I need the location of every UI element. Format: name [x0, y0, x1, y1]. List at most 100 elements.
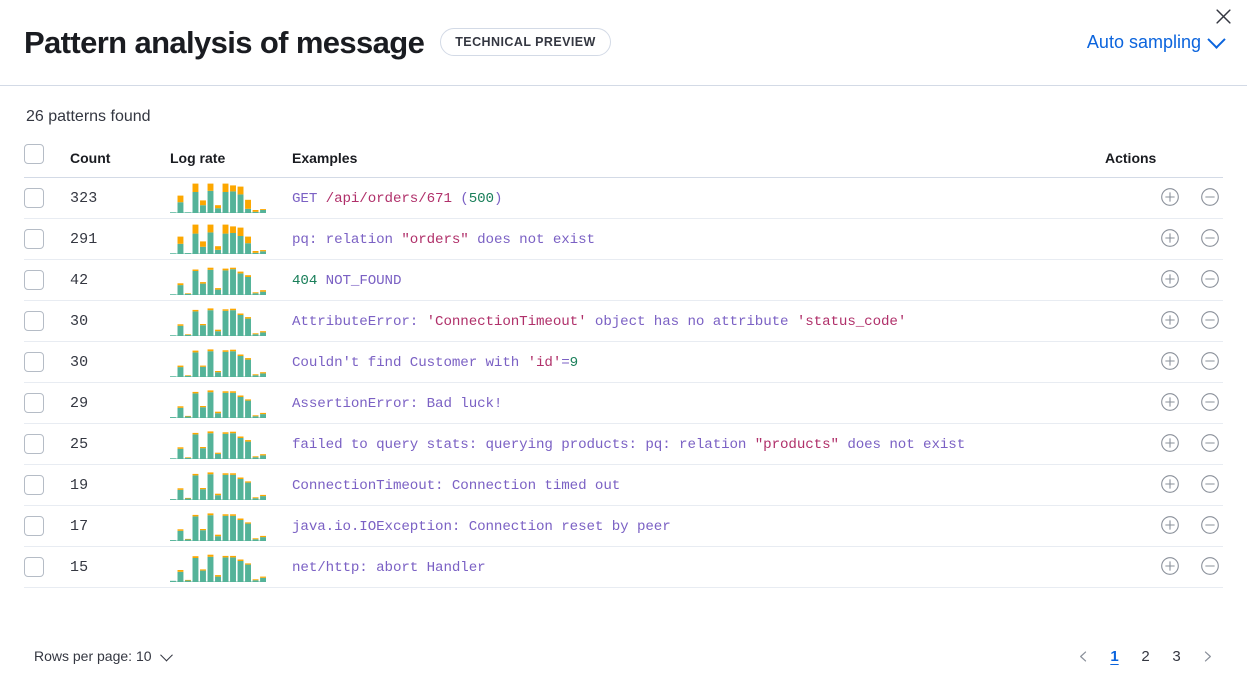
- row-select-cell: [24, 546, 70, 588]
- row-example: failed to query stats: querying products…: [292, 423, 1105, 465]
- filter-for-button[interactable]: [1157, 430, 1183, 456]
- filter-out-button[interactable]: [1197, 225, 1223, 251]
- close-button[interactable]: [1209, 2, 1237, 30]
- row-checkbox[interactable]: [24, 393, 44, 413]
- log-rate-sparkline: [170, 267, 266, 295]
- plus-in-circle-icon: [1161, 434, 1179, 452]
- row-actions: [1105, 300, 1223, 342]
- filter-out-button[interactable]: [1197, 553, 1223, 579]
- auto-sampling-button[interactable]: Auto sampling: [1087, 30, 1226, 53]
- example-token: NOT_FOUND: [317, 273, 402, 289]
- row-checkbox[interactable]: [24, 434, 44, 454]
- row-actions: [1105, 464, 1223, 506]
- filter-for-button[interactable]: [1157, 266, 1183, 292]
- row-example: ConnectionTimeout: Connection timed out: [292, 464, 1105, 506]
- row-log-rate: [170, 218, 292, 260]
- row-checkbox[interactable]: [24, 188, 44, 208]
- pagination-page-1[interactable]: 1: [1099, 641, 1130, 672]
- row-count: 323: [70, 177, 170, 219]
- rows-per-page-button[interactable]: Rows per page: 10: [24, 648, 173, 664]
- status-badge: TECHNICAL PREVIEW: [440, 28, 611, 57]
- row-count: 30: [70, 341, 170, 383]
- row-log-rate: [170, 423, 292, 465]
- example-message: java.io.IOException: Connection reset by…: [292, 519, 671, 535]
- filter-out-button[interactable]: [1197, 389, 1223, 415]
- example-token: net/http: abort Handler: [292, 560, 486, 576]
- filter-for-button[interactable]: [1157, 389, 1183, 415]
- pagination-next-button[interactable]: [1192, 641, 1223, 672]
- flyout-header: Pattern analysis of message TECHNICAL PR…: [0, 0, 1247, 86]
- table-header: Count Log rate Examples Actions: [24, 144, 1223, 178]
- row-checkbox[interactable]: [24, 352, 44, 372]
- pagination-page-3[interactable]: 3: [1161, 641, 1192, 672]
- pagination-page-2[interactable]: 2: [1130, 641, 1161, 672]
- log-rate-sparkline: [170, 183, 266, 213]
- pagination-prev-button[interactable]: [1068, 641, 1099, 672]
- filter-for-button[interactable]: [1157, 553, 1183, 579]
- filter-out-button[interactable]: [1197, 307, 1223, 333]
- row-checkbox[interactable]: [24, 270, 44, 290]
- row-checkbox[interactable]: [24, 516, 44, 536]
- example-token: 404: [292, 273, 318, 289]
- filter-out-button[interactable]: [1197, 430, 1223, 456]
- example-token: Couldn't find Customer with: [292, 355, 528, 371]
- row-checkbox[interactable]: [24, 557, 44, 577]
- filter-for-button[interactable]: [1157, 348, 1183, 374]
- column-header-log-rate[interactable]: Log rate: [170, 144, 292, 178]
- filter-out-button[interactable]: [1197, 471, 1223, 497]
- filter-out-button[interactable]: [1197, 184, 1223, 210]
- column-header-count[interactable]: Count: [70, 144, 170, 178]
- select-all-checkbox[interactable]: [24, 144, 44, 164]
- row-checkbox[interactable]: [24, 311, 44, 331]
- filter-for-button[interactable]: [1157, 471, 1183, 497]
- example-message: GET /api/orders/671 (500): [292, 191, 502, 207]
- example-token: failed to query stats: querying products…: [292, 437, 755, 453]
- example-token: ): [493, 191, 503, 207]
- filter-out-button[interactable]: [1197, 512, 1223, 538]
- row-actions: [1105, 423, 1223, 465]
- table-row[interactable]: 19 ConnectionTimeout: Connection timed ou…: [24, 464, 1223, 506]
- row-count: 19: [70, 464, 170, 506]
- example-token: 'status_code': [796, 314, 907, 330]
- example-token: java.io.IOException: Connection reset by…: [292, 519, 671, 535]
- header-left: Pattern analysis of message TECHNICAL PR…: [24, 25, 1087, 61]
- column-header-actions: Actions: [1105, 144, 1223, 178]
- filter-out-button[interactable]: [1197, 348, 1223, 374]
- plus-in-circle-icon: [1161, 188, 1179, 206]
- table-row[interactable]: 25 failed to query stats: querying produc…: [24, 423, 1223, 465]
- filter-for-button[interactable]: [1157, 307, 1183, 333]
- filter-out-button[interactable]: [1197, 266, 1223, 292]
- minus-in-circle-icon: [1201, 311, 1219, 329]
- example-token: 'ConnectionTimeout': [426, 314, 587, 330]
- row-count: 25: [70, 423, 170, 465]
- log-rate-sparkline: [170, 308, 266, 336]
- minus-in-circle-icon: [1201, 434, 1219, 452]
- minus-in-circle-icon: [1201, 475, 1219, 493]
- table-row[interactable]: 30 Couldn't find Customer with 'id'=9: [24, 341, 1223, 383]
- example-message: net/http: abort Handler: [292, 560, 486, 576]
- close-icon: [1215, 8, 1231, 24]
- example-token: /api/orders/671: [325, 191, 452, 207]
- column-header-examples[interactable]: Examples: [292, 144, 1105, 178]
- table-row[interactable]: 323 GET /api/orders/671 (500): [24, 177, 1223, 219]
- row-select-cell: [24, 382, 70, 424]
- patterns-table: Count Log rate Examples Actions 323 GET /…: [24, 144, 1223, 588]
- filter-for-button[interactable]: [1157, 184, 1183, 210]
- example-message: ConnectionTimeout: Connection timed out: [292, 478, 620, 494]
- minus-in-circle-icon: [1201, 557, 1219, 575]
- row-actions: [1105, 382, 1223, 424]
- example-message: Couldn't find Customer with 'id'=9: [292, 355, 578, 371]
- row-actions: [1105, 341, 1223, 383]
- plus-in-circle-icon: [1161, 393, 1179, 411]
- row-checkbox[interactable]: [24, 475, 44, 495]
- filter-for-button[interactable]: [1157, 225, 1183, 251]
- row-checkbox[interactable]: [24, 229, 44, 249]
- filter-for-button[interactable]: [1157, 512, 1183, 538]
